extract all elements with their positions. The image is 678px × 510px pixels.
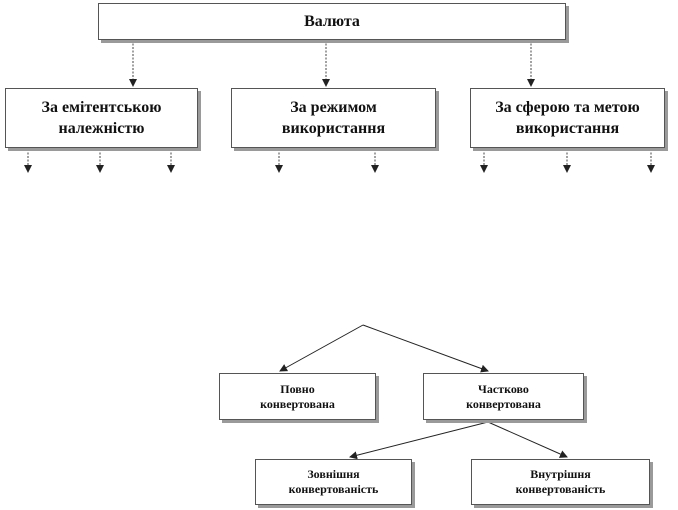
node-full-convertible-label: Повно конвертована [260, 381, 335, 411]
node-currency: Валюта [98, 3, 566, 40]
node-by-regime-label: За режимом використання [281, 99, 386, 137]
node-currency-label: Валюта [304, 13, 360, 30]
node-internal-convertibility: Внутрішня конвертованість [471, 459, 650, 505]
node-external-convertibility: Зовнішня конвертованість [255, 459, 412, 505]
node-by-sphere-label: За сферою та метою використання [495, 99, 640, 137]
node-external-convertibility-label: Зовнішня конвертованість [288, 467, 379, 496]
split-to-partial-arrow [362, 324, 489, 373]
node-by-emitent-label: За емітентською належністю [41, 99, 162, 137]
partial-to-internal-arrow [487, 421, 568, 458]
node-partial-convertible: Частково конвертована [423, 373, 584, 420]
node-by-regime: За режимом використання [231, 88, 436, 148]
node-by-sphere: За сферою та метою використання [470, 88, 665, 148]
partial-to-external-arrow [349, 421, 489, 460]
node-partial-convertible-label: Частково конвертована [466, 381, 541, 411]
split-to-full-arrow [279, 324, 364, 372]
node-by-emitent: За емітентською належністю [5, 88, 198, 148]
node-full-convertible: Повно конвертована [219, 373, 376, 420]
node-internal-convertibility-label: Внутрішня конвертованість [515, 467, 606, 496]
